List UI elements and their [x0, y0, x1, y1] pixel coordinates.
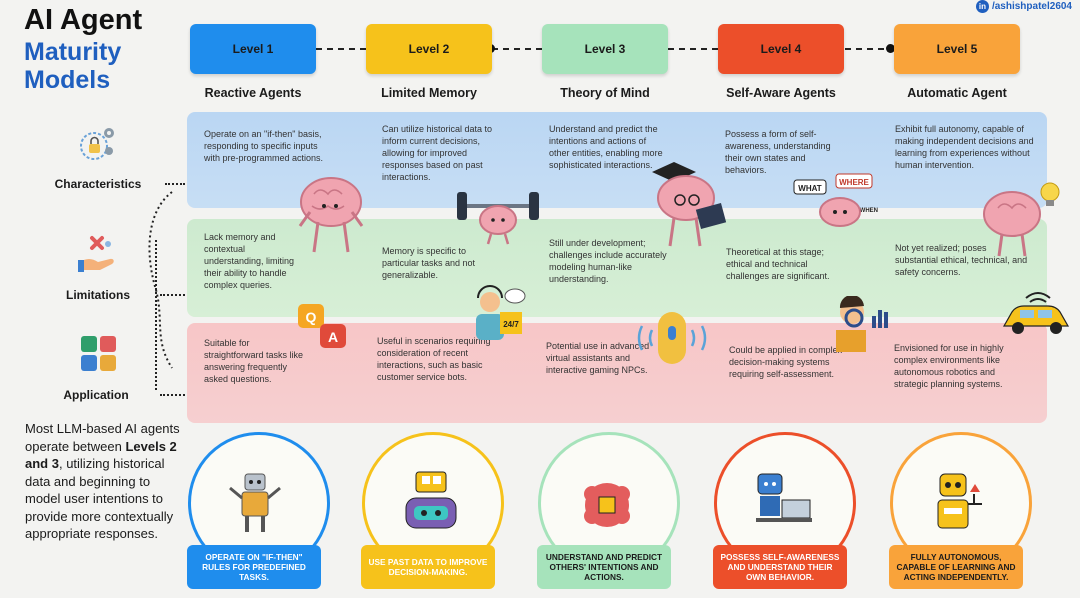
limitations-label: Limitations — [65, 288, 130, 302]
level-connector — [668, 48, 718, 50]
author-handle: /ashishpatel2604 — [991, 1, 1072, 12]
characteristics-level-1: Operate on an "if-then" basis, respondin… — [204, 129, 324, 163]
where-bubble: WHERE — [839, 178, 869, 187]
robot-waiter-icon — [922, 470, 992, 540]
connector-dot — [886, 44, 895, 53]
level-connector — [316, 48, 366, 50]
application-level-5: Envisioned for use in highly complex env… — [894, 343, 1004, 389]
characteristics-level-4: Possess a form of self-awareness, unders… — [725, 129, 831, 175]
level-5-banner: FULLY AUTONOMOUS, CAPABLE OF LEARNING AN… — [889, 545, 1023, 589]
limitations-level-1: Lack memory and contextual understanding… — [204, 232, 295, 290]
dotted-connector — [155, 240, 157, 390]
q-letter: Q — [306, 309, 317, 325]
level-3-box: Level 3 — [542, 24, 668, 74]
idea-brain-illustration — [980, 180, 1062, 263]
level-4-box: Level 4 — [718, 24, 844, 74]
gear-lock-icon — [76, 124, 118, 166]
qa-chat-icon: Q A — [296, 300, 356, 361]
summary-text: Most LLM-based AI agents operate between… — [25, 420, 180, 543]
characteristics-level-5: Exhibit full autonomy, capable of making… — [895, 124, 1034, 170]
page-subtitle: Maturity Models — [24, 38, 122, 94]
limitations-row — [187, 219, 1047, 317]
robot-arms-icon — [220, 470, 290, 540]
dotted-connector — [160, 394, 185, 396]
when-bubble: WHEN — [860, 208, 878, 214]
summary-part-1: Most LLM-based AI agents operate between — [25, 421, 180, 454]
level-1-box: Level 1 — [190, 24, 316, 74]
level-2-name: Limited Memory — [381, 86, 477, 100]
dotted-connector — [165, 183, 185, 185]
level-connector — [492, 48, 542, 50]
walking-brain-illustration — [296, 172, 366, 265]
smart-speaker-icon — [632, 310, 712, 371]
limitations-level-3: Still under development; challenges incl… — [549, 238, 667, 284]
support-agent-icon: 24/7 — [470, 284, 530, 349]
characteristics-level-3: Understand and predict the intentions an… — [549, 124, 663, 170]
summary-highlight: Levels 2 and 3 — [25, 438, 177, 472]
robot-folder-icon — [396, 470, 466, 540]
chip-brain-icon — [572, 470, 642, 540]
page-title: AI Agent — [24, 4, 143, 36]
level-5-name: Automatic Agent — [907, 86, 1007, 100]
application-level-1: Suitable for straightforward tasks like … — [204, 338, 304, 384]
level-1-banner: OPERATE ON "IF-THEN" RULES FOR PREDEFINE… — [187, 545, 321, 589]
application-level-3: Potential use in advanced virtual assist… — [546, 341, 650, 375]
application-level-2: Useful in scenarios requiring considerat… — [377, 336, 491, 382]
level-4-name: Self-Aware Agents — [726, 86, 836, 100]
a-letter: A — [328, 329, 338, 345]
level-3-name: Theory of Mind — [560, 86, 650, 100]
level-3-banner: UNDERSTAND AND PREDICT OTHERS' INTENTION… — [537, 545, 671, 589]
characteristics-label: Characteristics — [54, 177, 142, 191]
author-badge[interactable]: in /ashishpatel2604 — [975, 0, 1072, 13]
weightlifting-brain-illustration — [455, 186, 541, 251]
apps-icon — [78, 332, 120, 374]
linkedin-icon: in — [975, 0, 989, 13]
level-4-banner: POSSESS SELF-AWARENESS AND UNDERSTAND TH… — [713, 545, 847, 589]
limitations-level-4: Theoretical at this stage; ethical and t… — [726, 247, 830, 281]
graduate-brain-illustration — [648, 158, 734, 255]
characteristics-level-2: Can utilize historical data to inform cu… — [382, 124, 493, 182]
limitations-level-5: Not yet realized; poses substantial ethi… — [895, 243, 1028, 277]
what-bubble: WHAT — [798, 184, 822, 193]
level-5-box: Level 5 — [894, 24, 1020, 74]
application-level-4: Could be applied in complex decision-mak… — [729, 345, 843, 379]
level-2-banner: USE PAST DATA TO IMPROVE DECISION-MAKING… — [361, 545, 495, 589]
level-1-name: Reactive Agents — [204, 86, 302, 100]
limitations-level-2: Memory is specific to particular tasks a… — [382, 246, 476, 280]
questioning-brain-illustration: WHAT WHERE WHEN — [792, 172, 884, 237]
analyst-icon — [830, 294, 890, 359]
application-label: Application — [63, 388, 129, 402]
dotted-connector — [160, 294, 185, 296]
level-connector — [845, 48, 895, 50]
hand-cross-icon — [78, 232, 120, 274]
robot-laptop-icon — [746, 470, 816, 540]
summary-part-2: , utilizing historical data and beginnin… — [25, 456, 174, 541]
clock-label: 24/7 — [503, 320, 519, 329]
autonomous-car-icon — [1000, 284, 1074, 345]
level-2-box: Level 2 — [366, 24, 492, 74]
